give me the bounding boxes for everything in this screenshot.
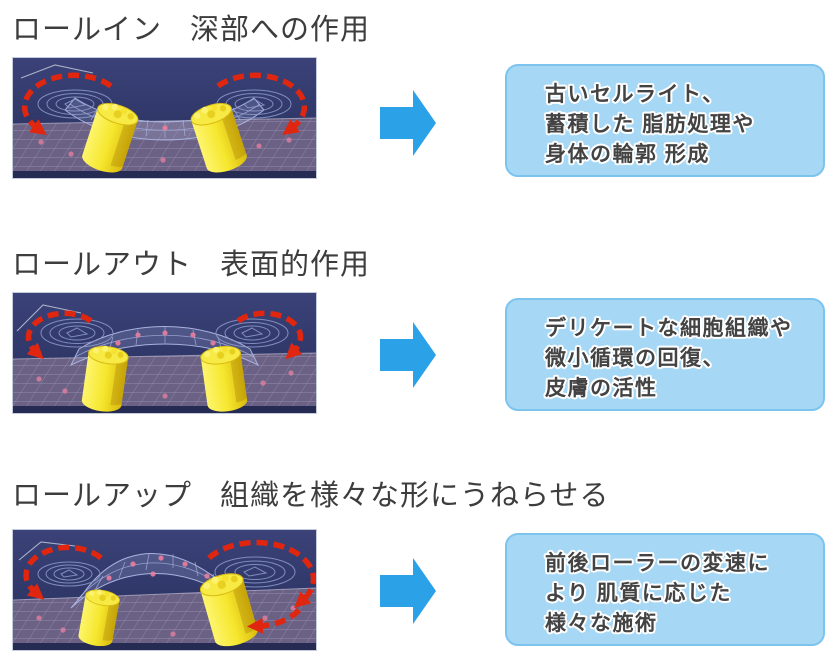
rotation-arrow-right (236, 310, 304, 360)
right-roller (190, 102, 247, 173)
left-roller-wireframe (37, 561, 101, 587)
infobox-line: より 肌質に応じた (545, 582, 732, 605)
roll-out-illustration (12, 292, 317, 414)
roll-in-infobox: 古いセルライト、 蓄積した 脂肪処理や 身体の輪郭 形成 (505, 64, 825, 177)
rotation-arrow-right (216, 72, 308, 136)
roll-in-illustration (12, 57, 317, 179)
left-roller-wireframe (40, 318, 114, 348)
heading-title: ロールアップ (12, 480, 193, 512)
roll-out-infobox: デリケートな細胞組織や 微小循環の回復、 皮膚の活性 (505, 298, 825, 411)
infobox-line: 前後ローラーの変速に (545, 552, 770, 575)
infobox-line: 身体の輪郭 形成 (545, 143, 710, 166)
infobox-line: 古いセルライト、 (545, 83, 725, 106)
leader-line (16, 304, 82, 332)
right-roller (200, 345, 248, 412)
roll-up-diagram (13, 530, 316, 650)
heading-title: ロールイン (12, 14, 163, 46)
infobox-line: デリケートな細胞組織や (545, 317, 793, 340)
heading-title: ロールアウト (12, 249, 193, 281)
right-arrow-icon (380, 322, 436, 388)
roll-in-diagram (13, 58, 316, 178)
roll-out-diagram (13, 293, 316, 413)
rotation-arrow-left (21, 72, 113, 136)
heading-subtitle: 表面的作用 (220, 249, 371, 281)
section-heading-roll-up: ロールアップ組織を様々な形にうねらせる (12, 472, 609, 514)
infobox-line: 蓄積した 脂肪処理や (545, 113, 755, 136)
skin-layer (13, 352, 316, 406)
section-heading-roll-out: ロールアウト表面的作用 (12, 241, 370, 283)
right-arrow-icon (380, 90, 436, 156)
leader-line (20, 64, 94, 79)
heading-subtitle: 組織を様々な形にうねらせる (220, 480, 610, 512)
rotation-arrow-right (207, 539, 316, 609)
roll-up-illustration (12, 529, 317, 651)
left-roller (81, 345, 129, 412)
left-roller (82, 102, 139, 173)
right-roller-wireframe (215, 318, 289, 348)
left-roller (78, 589, 120, 647)
rotation-arrow-left (23, 544, 103, 600)
right-arrow-icon (380, 558, 436, 624)
rotation-arrow-right-lower (247, 608, 302, 634)
infobox-line: 微小循環の回復、 (545, 347, 725, 370)
section-heading-roll-in: ロールイン深部への作用 (12, 6, 370, 48)
infobox-line: 様々な施術 (545, 612, 658, 635)
infobox-line: 皮膚の活性 (545, 377, 658, 400)
roll-up-infobox: 前後ローラーの変速に より 肌質に応じた 様々な施術 (505, 533, 825, 646)
leader-line (18, 541, 76, 561)
right-roller-wireframe (214, 556, 296, 588)
heading-subtitle: 深部への作用 (190, 14, 371, 46)
rotation-arrow-left (25, 310, 93, 360)
